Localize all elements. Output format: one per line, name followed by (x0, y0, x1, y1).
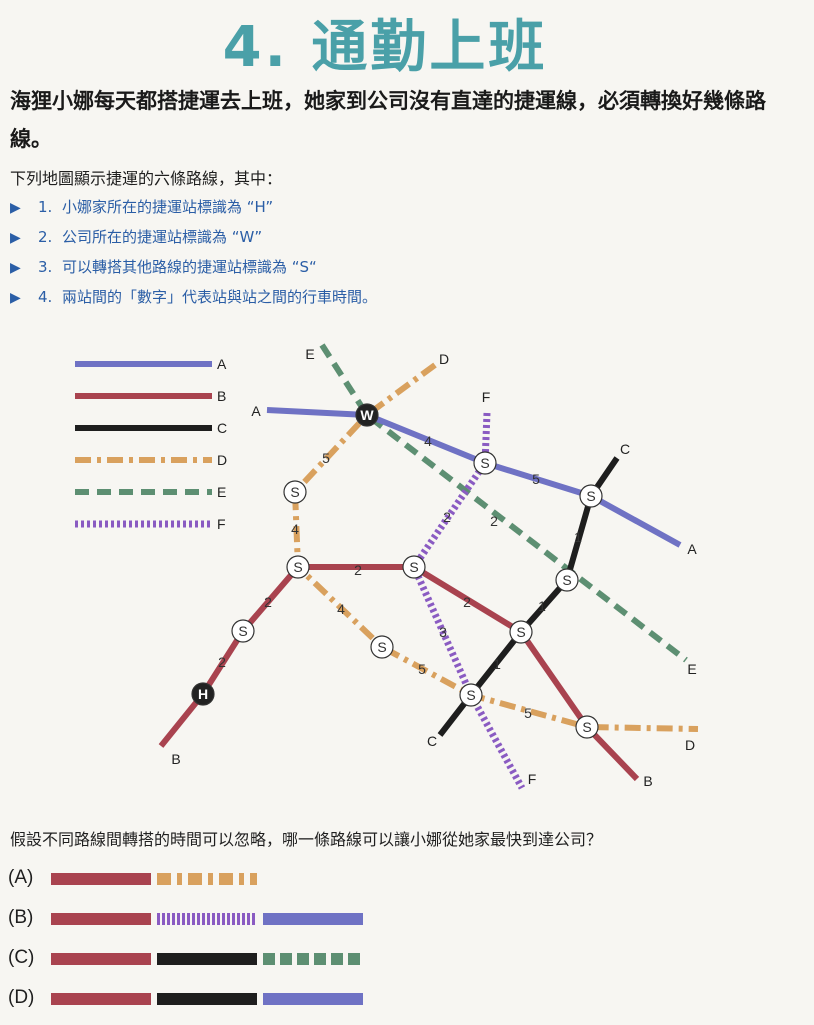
travel-time-label: 4 (424, 433, 432, 449)
travel-time-label: 1 (493, 656, 501, 672)
station-label: S (409, 559, 418, 575)
transfer-station-marker (283, 480, 307, 504)
line-end-label: D (439, 351, 449, 367)
travel-time-label: 5 (418, 661, 426, 677)
question-text: 假設不同路線間轉搭的時間可以忽略，哪一條路線可以讓小娜從她家最快到達公司？ (10, 830, 603, 849)
station-label: S (238, 623, 247, 639)
travel-time-label: 2 (354, 562, 362, 578)
legend-label-b: B (217, 388, 226, 404)
station-label: S (290, 484, 299, 500)
travel-time-label: 5 (322, 450, 330, 466)
rule-item: ▶2.公司所在的捷運站標識為 “W” (10, 226, 377, 256)
page-title: 4. 通勤上班 (222, 15, 548, 80)
station-label: H (198, 686, 208, 702)
triangle-bullet-icon: ▶ (10, 260, 21, 276)
legend-label-f: F (217, 516, 226, 532)
intro-text: 海狸小娜每天都搭捷運去上班，她家到公司沒有直達的捷運線，必須轉換好幾條路線。 (10, 89, 766, 151)
station-label: W (360, 407, 374, 423)
option-label: (B) (8, 907, 34, 928)
station-label: S (466, 687, 475, 703)
option-label: (A) (8, 867, 34, 888)
transfer-station-marker (286, 555, 310, 579)
transfer-station-marker (579, 484, 603, 508)
triangle-bullet-icon: ▶ (10, 230, 21, 246)
transfer-station-marker (473, 451, 497, 475)
option-label: (C) (8, 947, 35, 968)
legend-label-d: D (217, 452, 227, 468)
travel-time-label: 3 (439, 624, 447, 640)
travel-time-label: 2 (443, 509, 451, 525)
transfer-station-marker (459, 683, 483, 707)
home-station-marker (191, 682, 215, 706)
rule-item: ▶1.小娜家所在的捷運站標識為 “H” (10, 196, 377, 226)
travel-time-label: 4 (337, 601, 345, 617)
lead-text: 下列地圖顯示捷運的六條路線，其中： (10, 169, 283, 188)
travel-time-label: 1 (538, 598, 546, 614)
travel-times: 5 4 4 5 2 2 2 1 2 1 4 3 1 5 5 2 2 (218, 433, 582, 721)
travel-time-label: 2 (264, 594, 272, 610)
rule-item: ▶3.可以轉搭其他路線的捷運站標識為 “S“ (10, 256, 377, 286)
route-sequence (51, 873, 257, 885)
route-lines (158, 343, 699, 790)
rule-item: ▶4.兩站間的「數字」代表站與站之間的行車時間。 (10, 286, 377, 316)
line-end-label: D (685, 737, 695, 753)
station-label: S (562, 572, 571, 588)
legend-label-c: C (217, 420, 227, 436)
station-label: S (586, 488, 595, 504)
line-end-label: E (305, 346, 314, 362)
transfer-station-marker (370, 635, 394, 659)
line-end-label: A (251, 403, 261, 419)
triangle-bullet-icon: ▶ (10, 290, 21, 306)
line-end-label: B (643, 773, 652, 789)
line-end-label: F (482, 389, 491, 405)
line-end-label: C (620, 441, 630, 457)
route-sequence (51, 953, 363, 965)
station-markers: W S S S S S S S S S S S H (191, 403, 603, 739)
route-sequence (51, 913, 363, 925)
route-sequence (51, 993, 363, 1005)
line-end-label: E (687, 661, 696, 677)
triangle-bullet-icon: ▶ (10, 200, 21, 216)
transfer-station-marker (231, 619, 255, 643)
line-end-label: C (427, 733, 437, 749)
work-station-marker (355, 403, 379, 427)
travel-time-label: 5 (532, 471, 540, 487)
transfer-station-marker (555, 568, 579, 592)
rules-list: ▶1.小娜家所在的捷運站標識為 “H” ▶2.公司所在的捷運站標識為 “W” ▶… (10, 196, 377, 316)
travel-time-label: 2 (490, 513, 498, 529)
travel-time-label: 2 (463, 594, 471, 610)
route-line-d (292, 362, 699, 732)
station-label: S (293, 559, 302, 575)
transfer-station-marker (509, 620, 533, 644)
station-label: S (480, 455, 489, 471)
station-label: S (516, 624, 525, 640)
route-line-b (158, 564, 640, 782)
travel-time-label: 2 (218, 654, 226, 670)
option-label: (D) (8, 987, 35, 1008)
station-label: S (377, 639, 386, 655)
line-end-label: B (171, 751, 180, 767)
station-label: S (582, 719, 591, 735)
legend-label-e: E (217, 484, 226, 500)
transfer-station-marker (402, 555, 426, 579)
line-end-label: A (687, 541, 697, 557)
legend-label-a: A (217, 356, 227, 372)
line-end-label: F (528, 771, 537, 787)
travel-time-label: 1 (574, 529, 582, 545)
route-line-e (319, 343, 688, 663)
travel-time-label: 4 (291, 521, 299, 537)
travel-time-label: 5 (524, 705, 532, 721)
transfer-station-marker (575, 715, 599, 739)
